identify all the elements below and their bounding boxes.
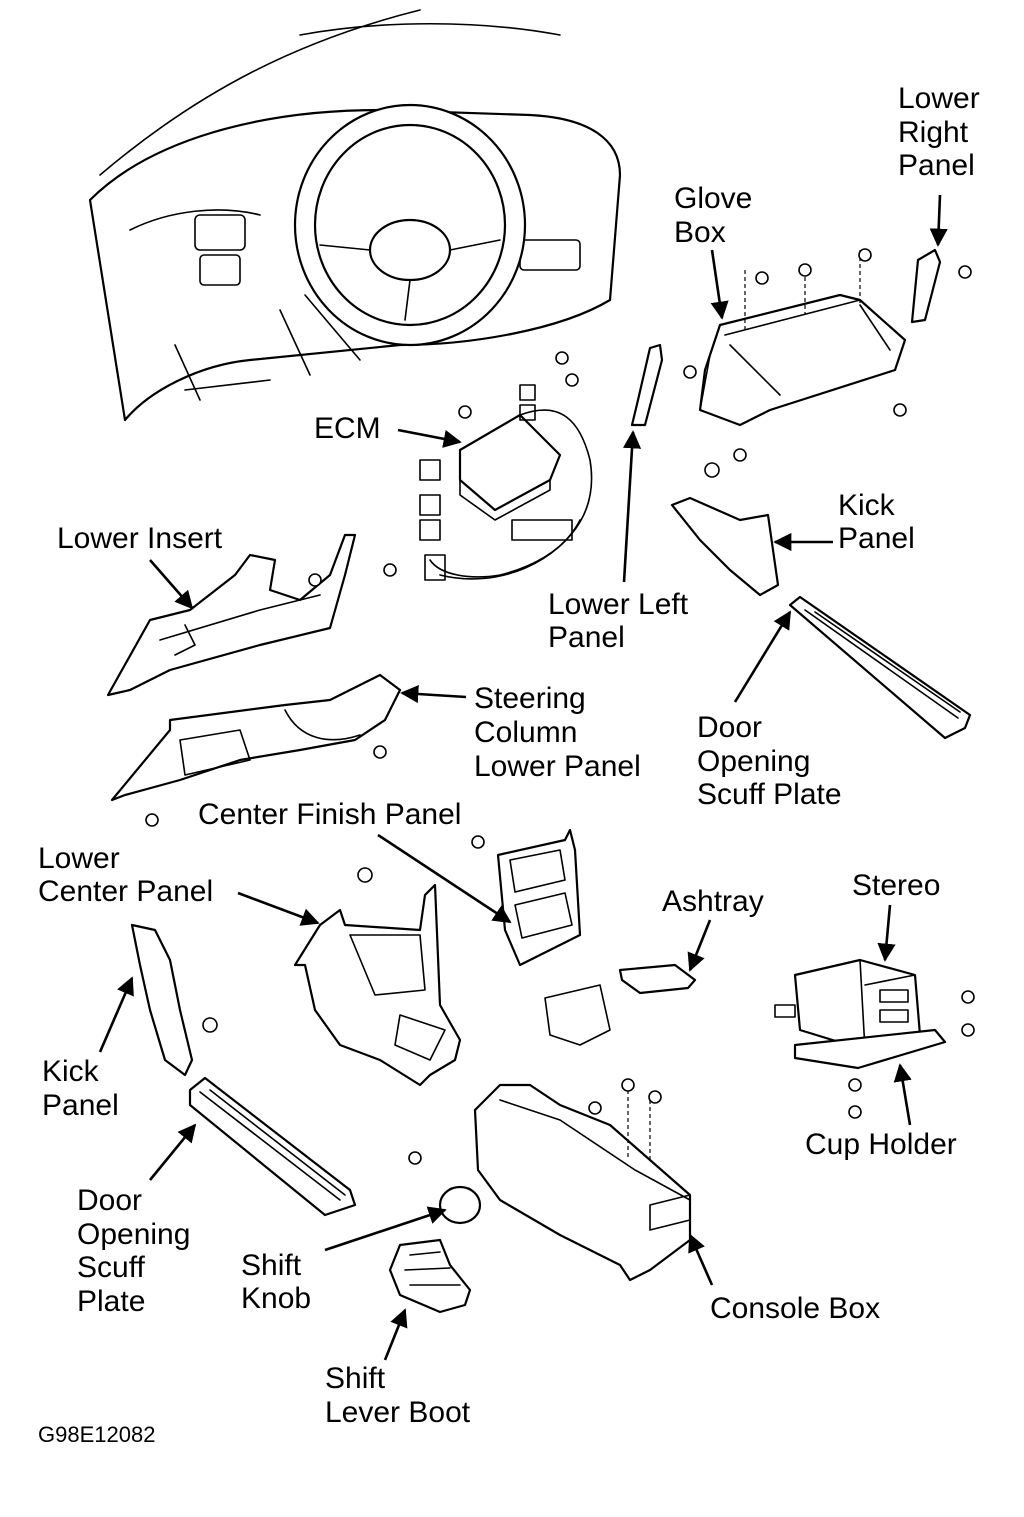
label-kick-panel-left: Kick Panel (42, 1055, 119, 1122)
leader-ashtray (687, 919, 712, 972)
center-finish-panel-drawing (496, 828, 582, 967)
lower-right-panel-drawing (910, 248, 942, 324)
label-ashtray: Ashtray (662, 885, 764, 918)
leader-shift-knob (324, 1206, 447, 1252)
leader-lower-center-panel (237, 891, 320, 926)
leader-shift-lever-boot (383, 1308, 408, 1361)
shift-lever-boot-drawing (388, 1238, 472, 1314)
label-cup-holder: Cup Holder (805, 1128, 957, 1161)
label-steering-column-lower-panel: Steering Column Lower Panel (474, 682, 641, 783)
label-door-opening-scuff-plate-left: Door Opening Scuff Plate (77, 1184, 199, 1318)
door-scuff-plate-left-drawing (188, 1076, 357, 1217)
leader-lower-right-panel (929, 194, 948, 247)
label-stereo: Stereo (852, 869, 940, 902)
label-ecm: ECM (314, 412, 381, 445)
label-lower-right-panel: Lower Right Panel (898, 82, 988, 182)
stereo-drawing (774, 958, 922, 1052)
label-center-finish-panel: Center Finish Panel (198, 798, 461, 831)
lower-left-panel-drawing (630, 343, 664, 427)
label-lower-insert: Lower Insert (57, 522, 223, 555)
leader-ecm (397, 428, 462, 448)
label-shift-lever-boot: Shift Lever Boot (325, 1362, 471, 1429)
leader-lower-left-panel (622, 430, 642, 583)
label-kick-panel-right: Kick Panel (838, 489, 915, 555)
steering-column-lower-panel-drawing (110, 673, 402, 802)
steering-wheel-drawing (279, 103, 527, 376)
kick-panel-left-drawing (130, 923, 194, 1077)
cup-holder-drawing (793, 1028, 947, 1070)
label-glove-box: Glove Box (674, 182, 761, 249)
label-door-opening-scuff-plate-right: Door Opening Scuff Plate (697, 711, 842, 811)
leader-steering-column (400, 684, 467, 704)
leader-stereo (877, 904, 896, 962)
figure-code: G98E12082 (38, 1422, 155, 1447)
kick-panel-right-drawing (670, 496, 780, 597)
label-console-box: Console Box (710, 1292, 880, 1325)
leader-door-scuff-left (148, 1123, 197, 1181)
console-box-drawing (473, 1083, 692, 1282)
leader-kick-panel-left (98, 976, 134, 1053)
leader-lower-insert (149, 559, 194, 610)
ecm-drawing (419, 384, 593, 581)
label-lower-center-panel: Lower Center Panel (38, 842, 213, 908)
leader-center-finish-panel (377, 833, 512, 924)
door-scuff-plate-right-drawing (788, 595, 972, 740)
leader-glove-box (710, 249, 729, 320)
leader-door-scuff-right (733, 610, 792, 703)
label-shift-knob: Shift Knob (241, 1249, 311, 1315)
lower-center-panel-drawing (293, 883, 462, 1087)
shift-knob-drawing (438, 1185, 482, 1225)
leader-console-box (688, 1233, 714, 1286)
ashtray-drawing (544, 963, 697, 1046)
fastener-bolts (145, 248, 975, 1165)
leader-cup-holder (893, 1063, 912, 1126)
leader-arrows (98, 194, 948, 1361)
lower-insert-drawing (106, 533, 357, 697)
label-lower-left-panel: Lower Left Panel (548, 588, 696, 654)
